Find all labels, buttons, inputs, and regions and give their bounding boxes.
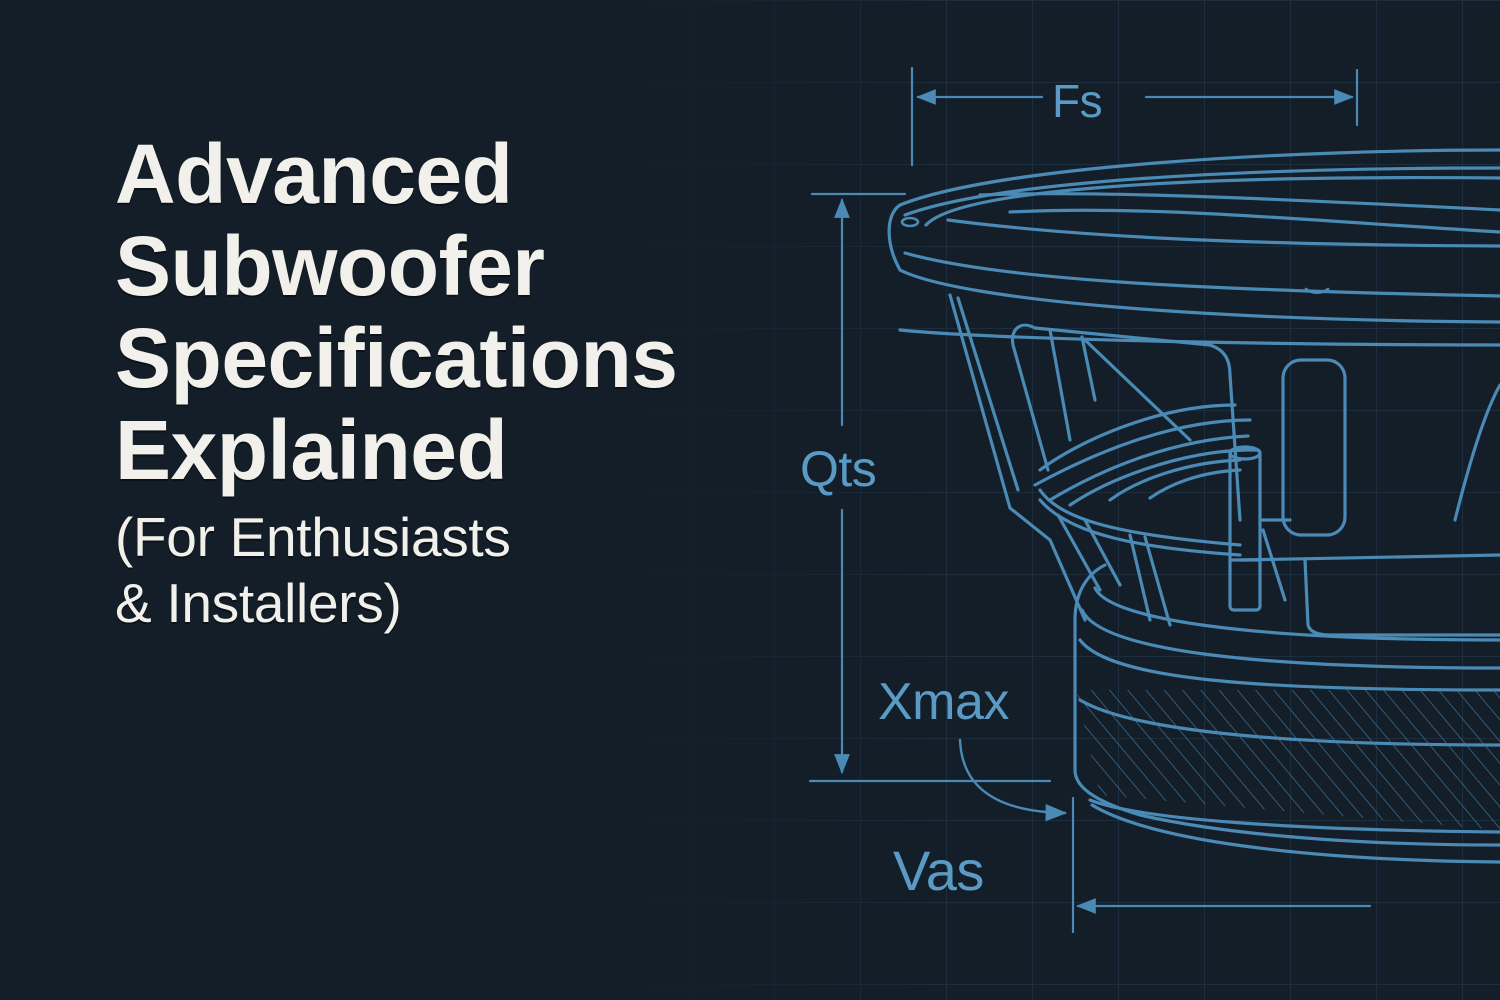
title-line-3: Specifications xyxy=(115,311,678,405)
subtitle-line-1: (For Enthusiasts xyxy=(115,506,511,568)
xmax-label: Xmax xyxy=(878,673,1009,731)
vas-label: Vas xyxy=(893,839,984,902)
qts-label: Qts xyxy=(800,441,877,497)
title-line-2: Subwoofer xyxy=(115,219,545,313)
fs-dimension-icon xyxy=(910,66,1359,167)
xmax-pointer-icon xyxy=(958,738,1068,822)
subwoofer-illustration xyxy=(887,148,1500,864)
title-line-4: Explained xyxy=(115,403,508,497)
headline: Advanced Subwoofer Specifications Explai… xyxy=(115,128,815,636)
vas-dimension-icon xyxy=(1071,796,1372,934)
title-line-1: Advanced xyxy=(115,127,513,221)
qts-dimension-icon xyxy=(808,192,1052,783)
fs-label: Fs xyxy=(1052,75,1103,127)
subtitle-line-2: & Installers) xyxy=(115,572,402,634)
